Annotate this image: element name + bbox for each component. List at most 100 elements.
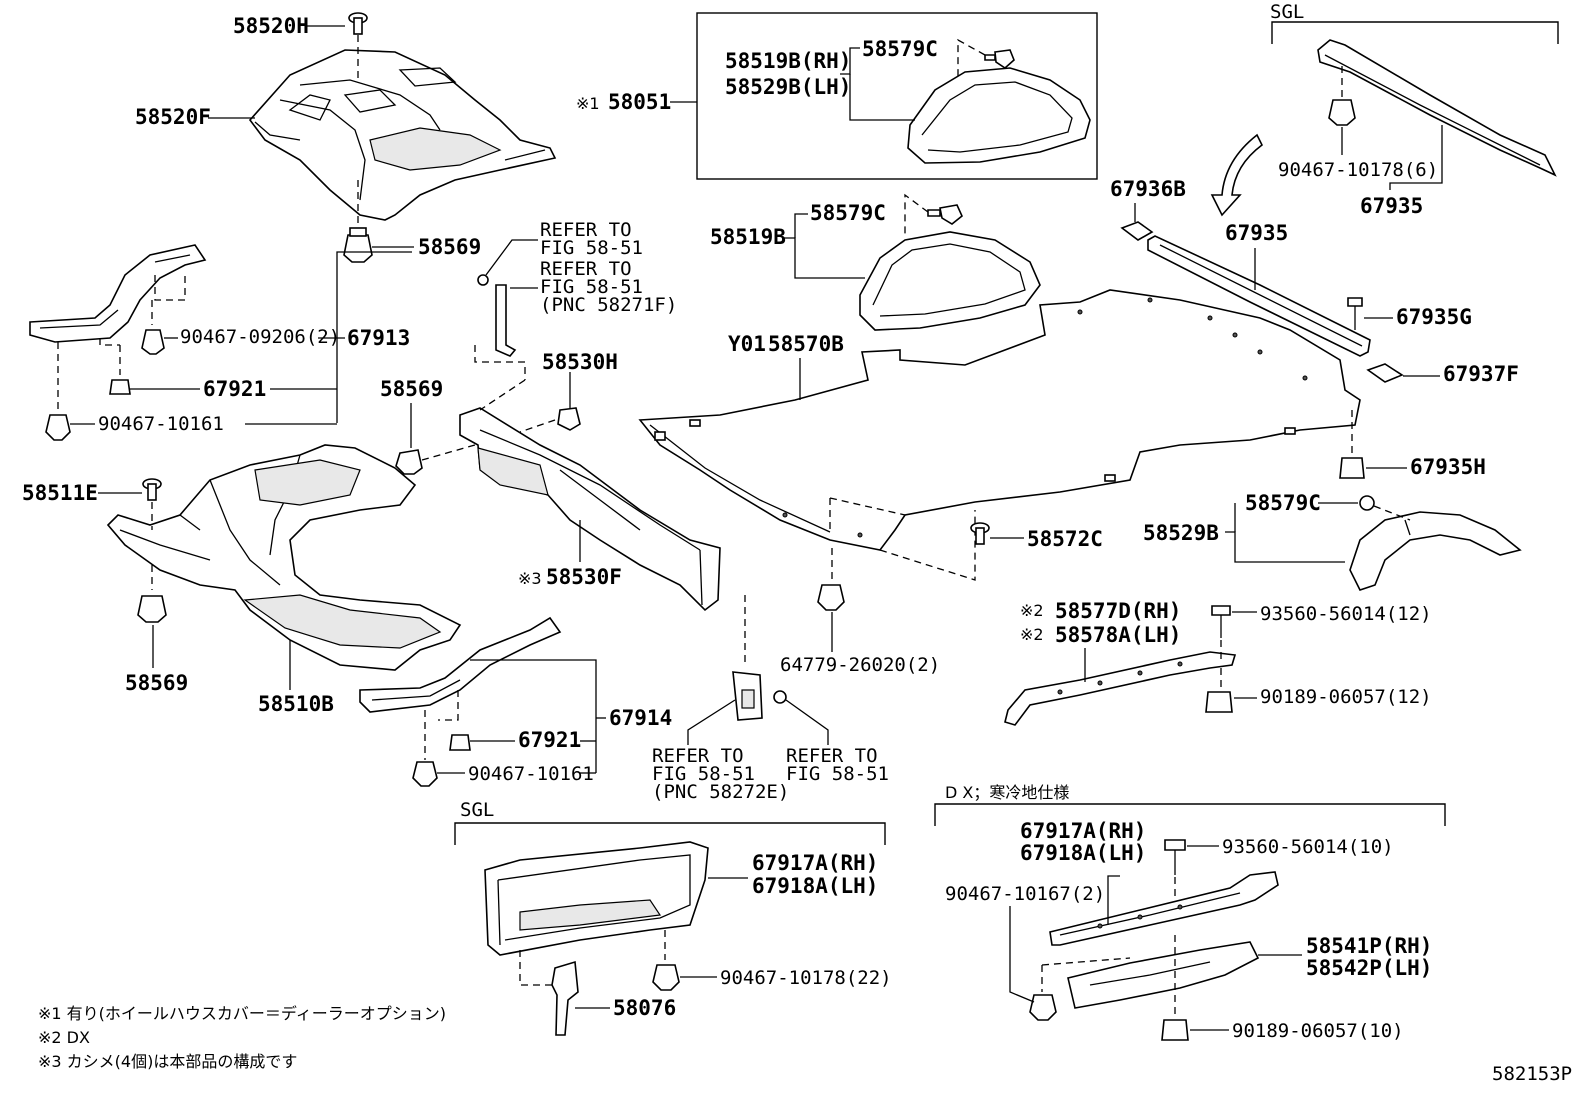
bolt-58-51-icon xyxy=(773,690,787,704)
diagram-code: 582153P xyxy=(1492,1063,1572,1085)
part-58510B-floor-mat xyxy=(106,444,462,671)
label-58570B: 58570B xyxy=(768,332,844,356)
label-93560-56014-12: 93560-56014(12) xyxy=(1260,603,1432,625)
label-58529B-LH: 58529B(LH) xyxy=(725,75,851,99)
label-58051: 58051 xyxy=(608,90,671,114)
label-58579C-b: 58579C xyxy=(810,201,886,225)
footnote-1: ※1 有り(ホイールハウスカバー＝ディーラーオプション) xyxy=(38,1004,446,1023)
clip-67936B-icon xyxy=(1120,221,1154,241)
label-67921-a: 67921 xyxy=(203,377,266,401)
clip-58572C-icon xyxy=(970,522,990,545)
box-58051 xyxy=(696,12,1098,180)
label-58530H: 58530H xyxy=(542,350,618,374)
label-Y01: Y01 xyxy=(728,332,766,356)
clip-58569-icon xyxy=(343,227,373,263)
part-58520F-floor-mat xyxy=(248,49,557,221)
label-refer-1a: REFER TO xyxy=(540,219,632,241)
part-58519B-wheelhouse-cover xyxy=(859,231,1041,331)
label-sgl-top: SGL xyxy=(1270,1,1304,23)
bracket-58272E-icon xyxy=(732,671,763,721)
label-58579C-c: 58579C xyxy=(1245,491,1321,515)
bracket-58271F-icon xyxy=(477,274,517,357)
label-90189-06057-10: 90189-06057(10) xyxy=(1232,1020,1404,1042)
label-refer-3c: (PNC 58272E) xyxy=(652,781,789,803)
label-67918A-LH-b: 67918A(LH) xyxy=(1020,841,1146,865)
label-refer-4b: FIG 58-51 xyxy=(786,763,889,785)
label-58572C: 58572C xyxy=(1027,527,1103,551)
bolt-93560-10-icon xyxy=(1164,839,1186,875)
label-67935-b: 67935 xyxy=(1225,221,1288,245)
clip-58579C-c-icon xyxy=(1359,495,1375,511)
label-58542P-LH: 58542P(LH) xyxy=(1306,956,1432,980)
label-90467-10161-b: 90467-10161 xyxy=(468,763,594,785)
label-58569-c: 58569 xyxy=(380,377,443,401)
label-64779-26020: 64779-26020(2) xyxy=(780,654,940,676)
clip-67935H-icon xyxy=(1339,457,1365,479)
clip-67937F-icon xyxy=(1366,363,1404,383)
label-67917A-RH-b: 67917A(RH) xyxy=(1020,819,1146,843)
label-58076: 58076 xyxy=(613,996,676,1020)
label-58577D-RH: 58577D(RH) xyxy=(1055,599,1181,623)
bracket-58076-icon xyxy=(551,960,579,1036)
clip-67921-b-icon xyxy=(449,734,471,751)
label-mark-3: ※3 xyxy=(518,569,542,588)
clip-90467-09206-icon xyxy=(141,329,165,355)
label-refer-1b: FIG 58-51 xyxy=(540,237,643,259)
label-90467-10161-a: 90467-10161 xyxy=(98,413,224,435)
label-67917A-RH-a: 67917A(RH) xyxy=(752,851,878,875)
part-58570B-floor-board xyxy=(638,289,1361,551)
label-refer-3b: FIG 58-51 xyxy=(652,763,755,785)
label-mark-2a: ※2 xyxy=(1020,601,1044,620)
part-67913-scuff-plate xyxy=(29,244,207,343)
label-67914: 67914 xyxy=(609,706,672,730)
label-refer-4a: REFER TO xyxy=(786,745,878,767)
clip-90467-10167-icon xyxy=(1029,994,1057,1021)
label-sgl-bottom: SGL xyxy=(460,799,494,821)
part-58541P-insulator xyxy=(1067,941,1260,1009)
clip-58511E-icon xyxy=(142,478,162,501)
label-90467-10178-22: 90467-10178(22) xyxy=(720,967,892,989)
label-58529B: 58529B xyxy=(1143,521,1219,545)
part-67917A-side-panel-dx xyxy=(1049,871,1279,946)
bolt-67935G-icon xyxy=(1347,297,1363,330)
label-67935-a: 67935 xyxy=(1360,194,1423,218)
label-67936B: 67936B xyxy=(1110,177,1186,201)
clip-58579C-a-icon xyxy=(984,49,1015,70)
label-58520F: 58520F xyxy=(135,105,211,129)
direction-arrow-icon xyxy=(1210,133,1264,217)
label-58579C-a: 58579C xyxy=(862,37,938,61)
label-58519B-RH: 58519B(RH) xyxy=(725,49,851,73)
part-58529B-wheelhouse-cover xyxy=(1349,511,1522,591)
nut-90189-10-icon xyxy=(1161,1019,1189,1041)
part-67914-scuff-plate xyxy=(359,616,562,713)
label-90189-06057-12: 90189-06057(12) xyxy=(1260,686,1432,708)
part-67935-sill-strip xyxy=(1147,235,1371,357)
clip-58579C-b-icon xyxy=(927,204,963,225)
label-58569-a: 58569 xyxy=(418,235,481,259)
clip-58569-c-icon xyxy=(395,449,423,475)
clip-90467-10161-a-icon xyxy=(45,414,71,441)
label-refer-2c: (PNC 58271F) xyxy=(540,294,677,316)
footnote-3: ※3 カシメ(4個)は本部品の構成です xyxy=(38,1052,297,1071)
label-67935H: 67935H xyxy=(1410,455,1486,479)
footnote-2: ※2 DX xyxy=(38,1028,90,1047)
label-dx-title: D X；寒冷地仕様 xyxy=(945,783,1069,802)
part-58530F-tunnel-insulator xyxy=(459,407,721,612)
clip-90467-10178-22-icon xyxy=(652,964,680,991)
label-93560-56014-10: 93560-56014(10) xyxy=(1222,836,1394,858)
clip-58530H-icon xyxy=(557,407,581,431)
label-58520H: 58520H xyxy=(233,14,309,38)
label-refer-2a: REFER TO xyxy=(540,258,632,280)
label-58519B: 58519B xyxy=(710,225,786,249)
clip-58569-b-icon xyxy=(137,595,167,623)
clip-64779-26020-icon xyxy=(817,584,845,611)
clip-67921-a-icon xyxy=(109,379,131,395)
part-58519B-wheelhouse-cover-boxed xyxy=(907,67,1091,164)
label-58578A-LH: 58578A(LH) xyxy=(1055,623,1181,647)
nut-90189-12-icon xyxy=(1205,691,1233,713)
label-58510B: 58510B xyxy=(258,692,334,716)
clip-58520H-icon xyxy=(348,12,368,35)
label-mark-2b: ※2 xyxy=(1020,625,1044,644)
part-67935-sill-strip-sgl xyxy=(1317,39,1557,177)
